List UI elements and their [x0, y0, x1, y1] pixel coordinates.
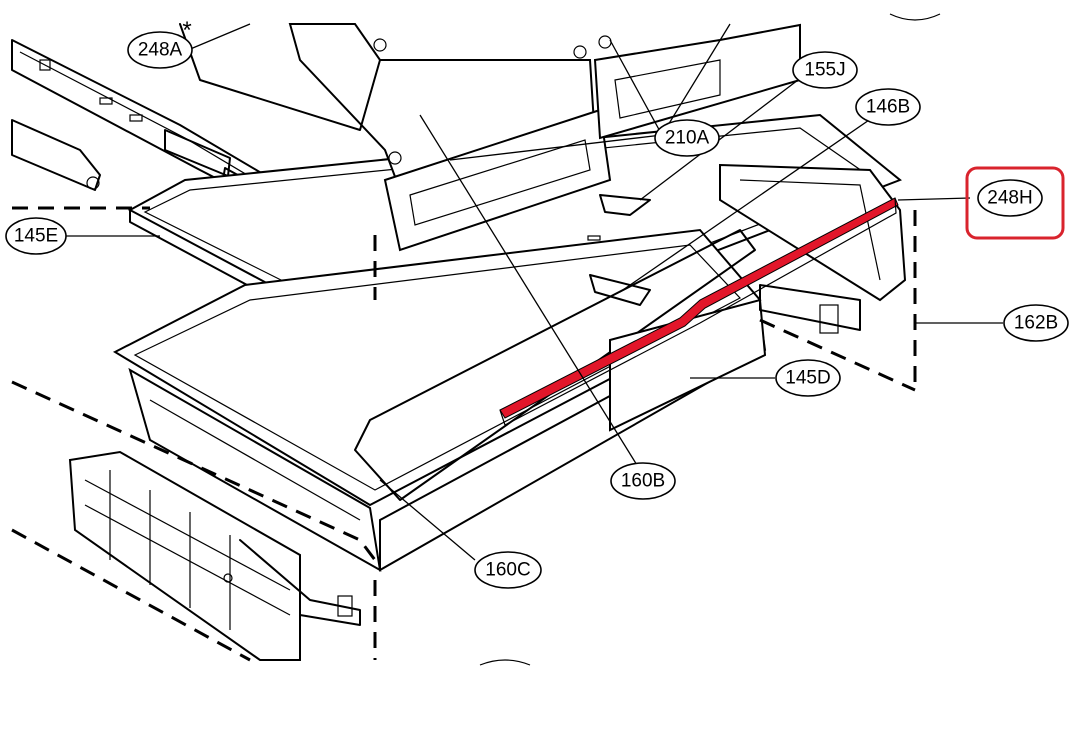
- asterisk-mark: *: [182, 17, 191, 44]
- callout-248A: 248A: [127, 31, 193, 69]
- callout-155J: 155J: [792, 51, 858, 89]
- callout-160C: 160C: [474, 551, 542, 589]
- callout-146B-label: 146B: [866, 97, 910, 118]
- clipped-callout-top-right: [889, 13, 941, 21]
- callout-146B: 146B: [855, 88, 921, 126]
- callout-160B: 160B: [610, 462, 676, 500]
- callout-248H-label: 248H: [987, 188, 1032, 209]
- drawing-artwork: [11, 23, 1003, 662]
- callout-248H: 248H: [965, 166, 1065, 240]
- callout-160C-label: 160C: [485, 560, 530, 581]
- callout-145D-label: 145D: [785, 368, 830, 389]
- callout-145D: 145D: [775, 359, 841, 397]
- callout-145E-label: 145E: [14, 226, 58, 247]
- callout-210A: 210A: [654, 119, 720, 157]
- callout-210A-label: 210A: [665, 128, 710, 149]
- right-frame: [719, 163, 907, 334]
- highlight-box: [965, 166, 1065, 240]
- callout-248A-label: 248A: [138, 40, 183, 61]
- dashed-boundaries: [11, 206, 917, 662]
- front-cover: [68, 450, 361, 661]
- bracket-left: [11, 119, 101, 191]
- part-248H-strip: [499, 197, 899, 426]
- callout-162B: 162B: [1003, 304, 1069, 342]
- callout-160B-label: 160B: [621, 471, 665, 492]
- callout-155J-label: 155J: [804, 60, 845, 81]
- upper-drawer: [179, 23, 801, 252]
- callout-145E: 145E: [5, 217, 67, 255]
- clipped-callout-bottom: [479, 659, 531, 666]
- callout-162B-label: 162B: [1014, 313, 1058, 334]
- crisper-drawer: [112, 228, 767, 572]
